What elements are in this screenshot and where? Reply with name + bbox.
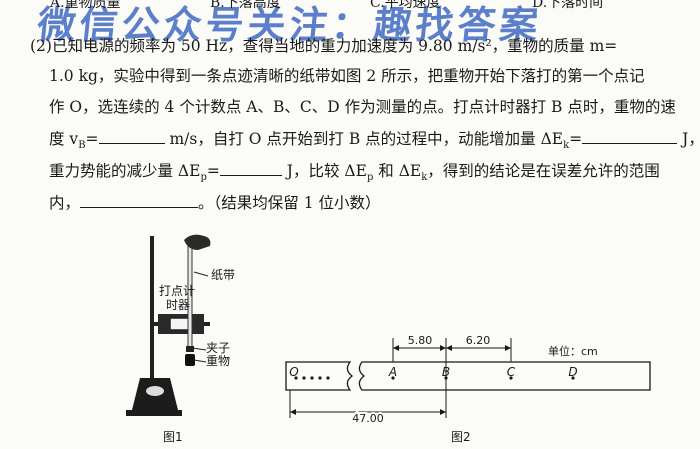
point-a-dot [391, 376, 395, 380]
question-line-5: 重力势能的减少量 ΔEp= J，比较 ΔEp 和 ΔEk，得到的结论是在误差允许… [49, 159, 660, 183]
point-label-o: O [289, 365, 298, 379]
figure-1-apparatus [126, 234, 211, 416]
label-weight: 重物 [206, 354, 231, 368]
text: 重力势能的减少量 ΔE [49, 162, 201, 180]
subscript: k [563, 140, 570, 152]
text: 度 v [49, 130, 79, 148]
choice-b: B.下落高度 [210, 0, 281, 11]
answer-blank-ek[interactable] [582, 129, 678, 144]
answer-blank-ep[interactable] [219, 161, 282, 176]
answer-blank-vb[interactable] [98, 129, 165, 144]
clip [186, 346, 194, 352]
choice-d: D.下落时间 [532, 0, 604, 11]
label-tape: 纸带 [211, 268, 236, 282]
text: 内， [49, 194, 81, 212]
tape-left-piece [285, 361, 354, 391]
weight [185, 354, 195, 366]
dot [310, 376, 314, 380]
point-o-dot [294, 376, 298, 380]
point-label-a: A [388, 365, 397, 379]
leader-weight [193, 359, 207, 363]
label-timer-2: 时器 [166, 298, 191, 312]
text: = [206, 162, 220, 180]
question-line-3: 作 O，选连续的 4 个计数点 A、B、C、D 作为测量的点。打点计时器打 B … [49, 98, 676, 116]
choice-a: A.重物质量 [50, 0, 121, 11]
choices-row: A.重物质量 B.下落高度 C.平均速度 D.下落时间 [0, 0, 700, 14]
dim-label-ab: 5.80 [408, 334, 433, 347]
leader-clip [191, 347, 207, 351]
text: J，比较 ΔE [286, 162, 367, 180]
point-label-d: D [568, 365, 577, 379]
text: = [85, 130, 99, 148]
question-line-2: 1.0 kg，实验中得到一条点迹清晰的纸带如图 2 所示，把重物开始下落打的第一… [49, 67, 645, 85]
question-line-1: (2)已知电源的频率为 50 Hz，查得当地的重力加速度为 9.80 m/s²，… [30, 37, 618, 55]
dot [302, 376, 306, 380]
question-line-4: 度 vB= m/s，自打 O 点开始到打 B 点的过程中，动能增加量 ΔEk= … [49, 127, 700, 151]
dot [326, 376, 330, 380]
stand-base-highlight [146, 386, 164, 396]
leader-tape [193, 271, 209, 277]
figure-2-tape: 5.80 6.20 47.00 单位：cm O A B C D [285, 334, 651, 427]
answer-blank-conclusion[interactable] [80, 193, 199, 208]
question-line-6: 内， 。（结果均保留 1 位小数） [49, 191, 380, 213]
subscript: p [366, 172, 374, 184]
point-c-dot [509, 376, 513, 380]
text: ，得到的结论是在误差允许的范围 [427, 162, 660, 180]
text: = [569, 130, 583, 148]
unit-label: 单位：cm [548, 344, 598, 358]
text: m/s，自打 O 点开始到打 B 点的过程中，动能增加量 ΔE [169, 130, 564, 148]
subscript: k [421, 172, 428, 184]
figure-1-caption: 图1 [163, 430, 183, 444]
dim-arrows-ab [393, 345, 446, 351]
figure-2-caption: 图2 [451, 430, 471, 444]
point-label-c: C [507, 365, 516, 379]
text: 。（结果均保留 1 位小数） [198, 194, 381, 212]
point-label-b: B [442, 365, 450, 379]
dot [318, 376, 322, 380]
dim-label-bc: 6.20 [466, 334, 491, 347]
stand-rod [150, 236, 154, 378]
dim-label-ob: 47.00 [352, 412, 384, 425]
point-d-dot [571, 376, 575, 380]
subscript: p [200, 172, 207, 184]
hand-icon [184, 234, 211, 250]
tape-right-piece [358, 361, 651, 391]
choice-c: C.平均速度 [370, 0, 441, 11]
timer-window [169, 317, 191, 331]
subscript: B [78, 140, 86, 152]
text: J， [682, 130, 700, 148]
label-clip: 夹子 [206, 341, 231, 355]
text: 和 ΔE [373, 162, 422, 180]
stand-foot [126, 410, 182, 416]
label-timer-1: 打点计 [159, 284, 196, 298]
